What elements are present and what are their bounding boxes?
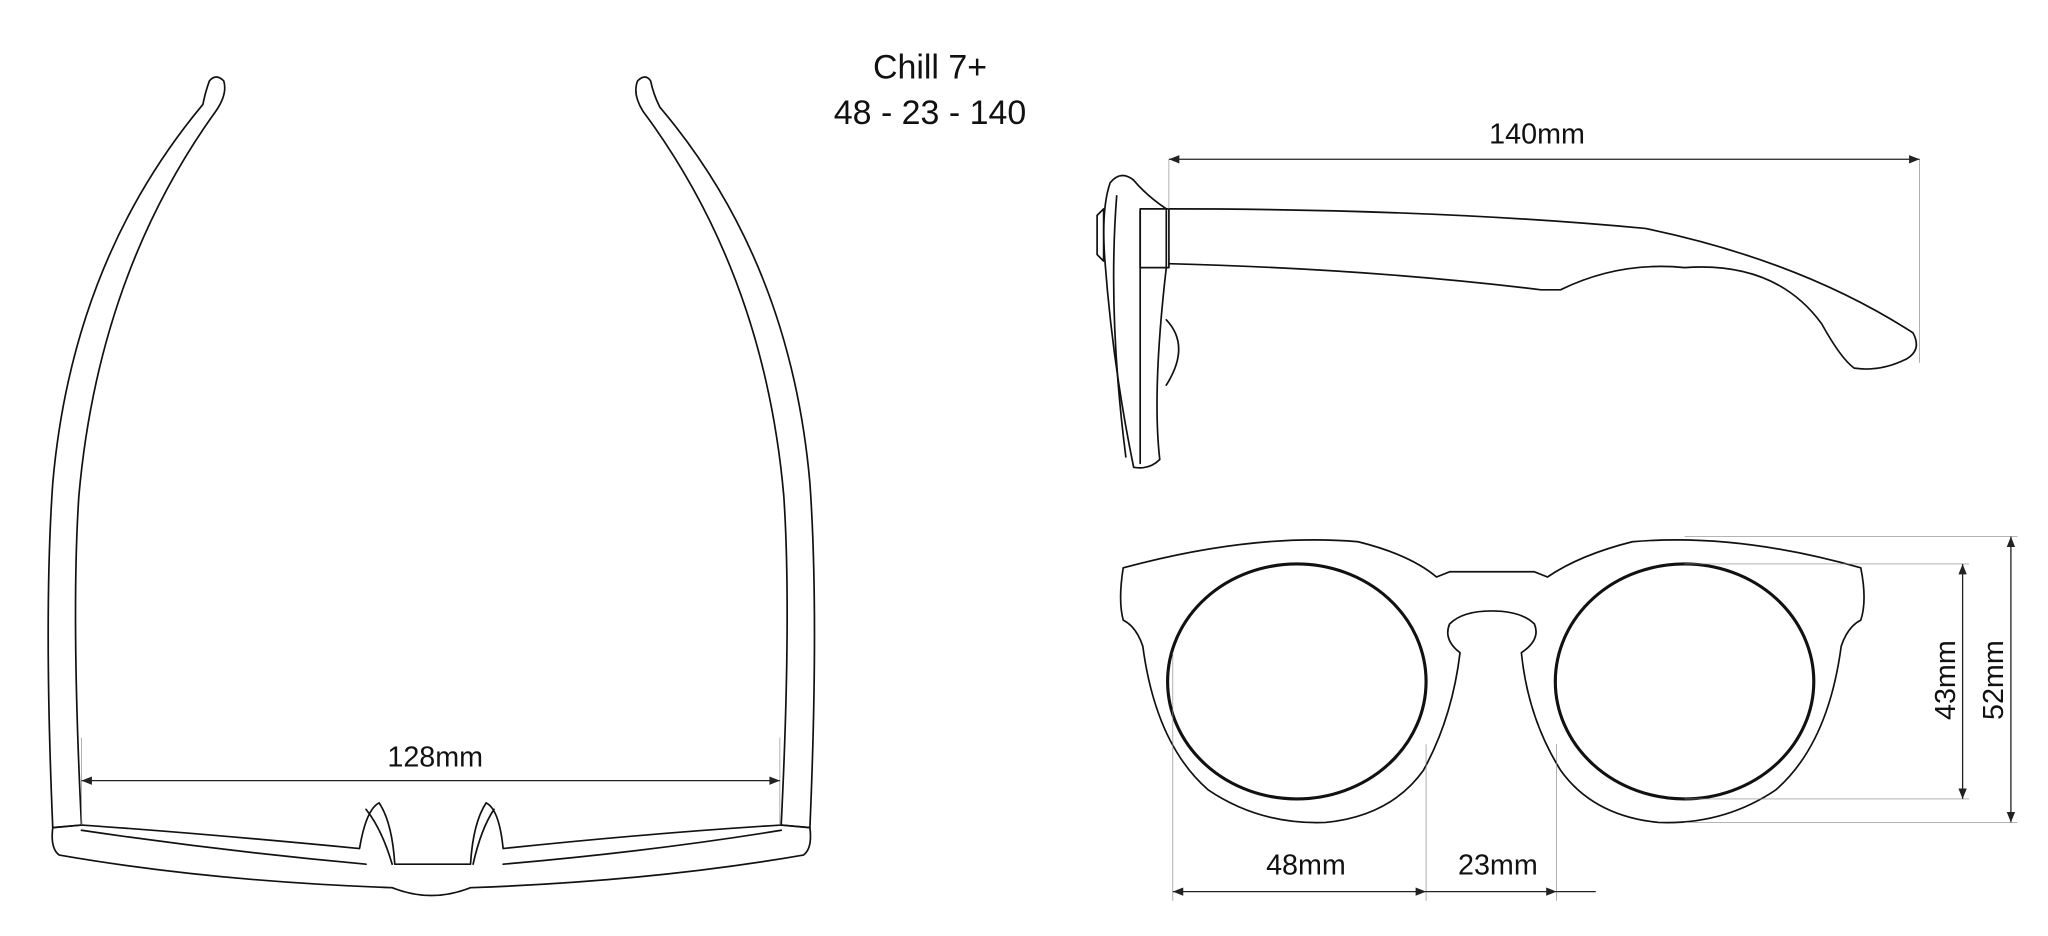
model-name: Chill 7+ [873, 48, 987, 86]
dim-label-frame-height: 52mm [1978, 640, 2010, 720]
side-view: 140mm [1096, 119, 1920, 469]
top-view: 128mm [47, 76, 816, 897]
left-temple-top [47, 76, 226, 829]
dim-label-temple-width: 128mm [387, 741, 483, 773]
left-lens [1166, 562, 1428, 801]
front-rim-side [1102, 174, 1168, 469]
frame-front [1119, 539, 1865, 824]
dim-label-lens-height: 43mm [1930, 640, 1962, 720]
right-temple-top [635, 76, 816, 829]
dim-label-temple-length: 140mm [1489, 119, 1585, 151]
size-code: 48 - 23 - 140 [834, 94, 1026, 132]
temple-side [1168, 208, 1918, 370]
right-lens [1553, 562, 1816, 801]
dim-label-bridge-width: 23mm [1458, 850, 1538, 882]
dim-label-lens-width: 48mm [1266, 850, 1346, 882]
front-view: 43mm 52mm 48mm 23mm [1119, 536, 2018, 901]
front-frame-top [51, 801, 812, 897]
